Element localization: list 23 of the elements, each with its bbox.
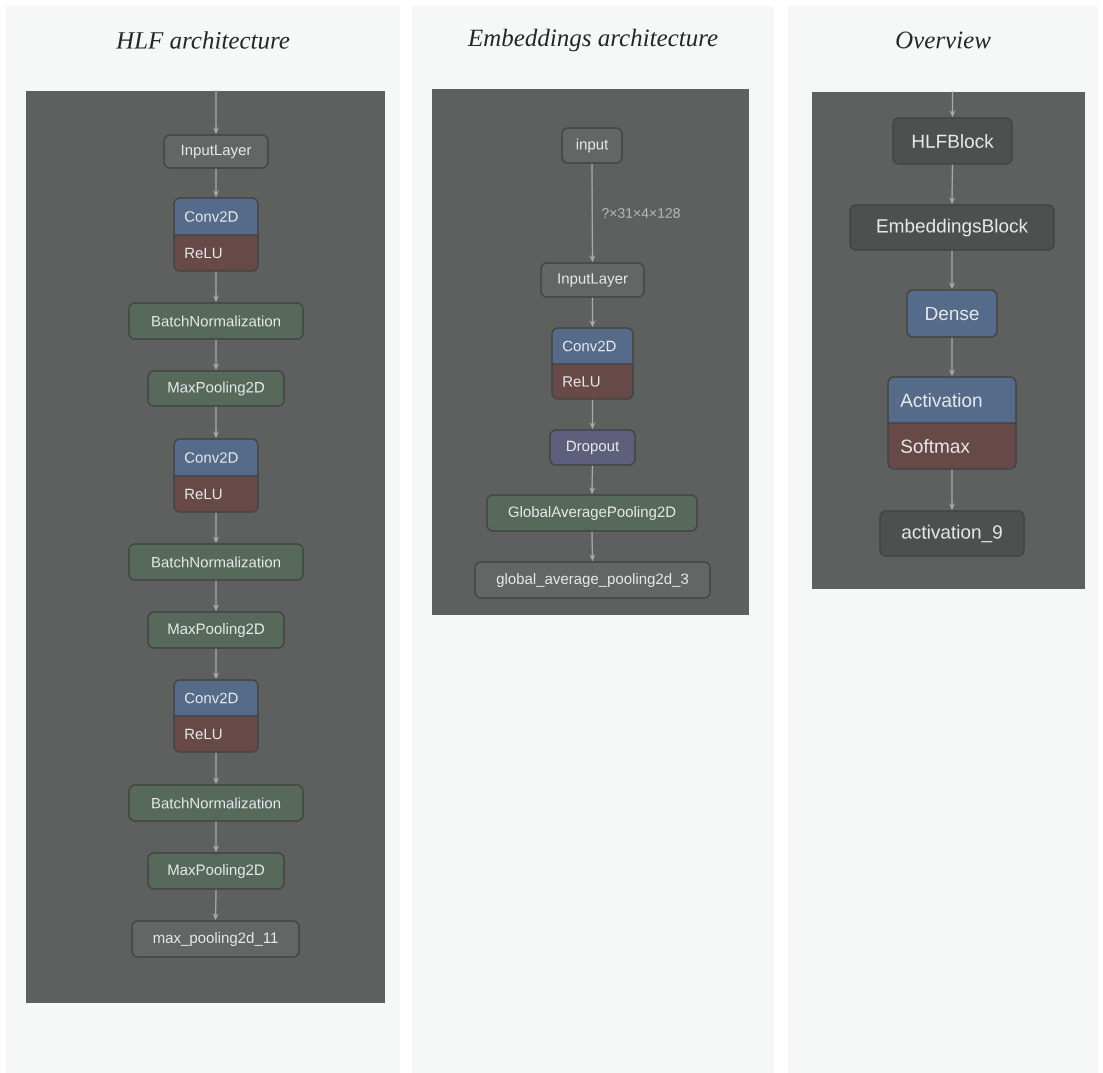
- layer-box: Dense: [906, 289, 998, 338]
- layer-box: BatchNormalization: [128, 543, 304, 581]
- layer-box: Activation Softmax: [887, 376, 1017, 470]
- block-box: HLFBlock: [892, 117, 1013, 165]
- layer-box: max_pooling2d_11: [131, 920, 300, 958]
- block-box: EmbeddingsBlock: [849, 204, 1055, 251]
- edge-label: ?×31×4×128: [600, 207, 682, 219]
- layer-box: input: [561, 127, 623, 164]
- block-box: activation_9: [879, 510, 1025, 557]
- layer-box: BatchNormalization: [128, 302, 304, 340]
- layer-box: Conv2D ReLU: [173, 679, 259, 753]
- layer-box: MaxPooling2D: [147, 370, 285, 407]
- layer-box: InputLayer: [540, 262, 645, 298]
- layer-box: Conv2D ReLU: [173, 438, 259, 513]
- layer-box: global_average_pooling2d_3: [474, 561, 711, 599]
- layer-box: InputLayer: [163, 134, 269, 169]
- layer-box: BatchNormalization: [128, 784, 304, 822]
- layer-box: MaxPooling2D: [147, 611, 285, 649]
- layer-box: GlobalAveragePooling2D: [486, 494, 698, 532]
- layer-box: MaxPooling2D: [147, 852, 285, 890]
- layer-box: Conv2D ReLU: [173, 197, 259, 272]
- layer-box: Dropout: [549, 429, 636, 466]
- layer-box: Conv2D ReLU: [551, 327, 634, 400]
